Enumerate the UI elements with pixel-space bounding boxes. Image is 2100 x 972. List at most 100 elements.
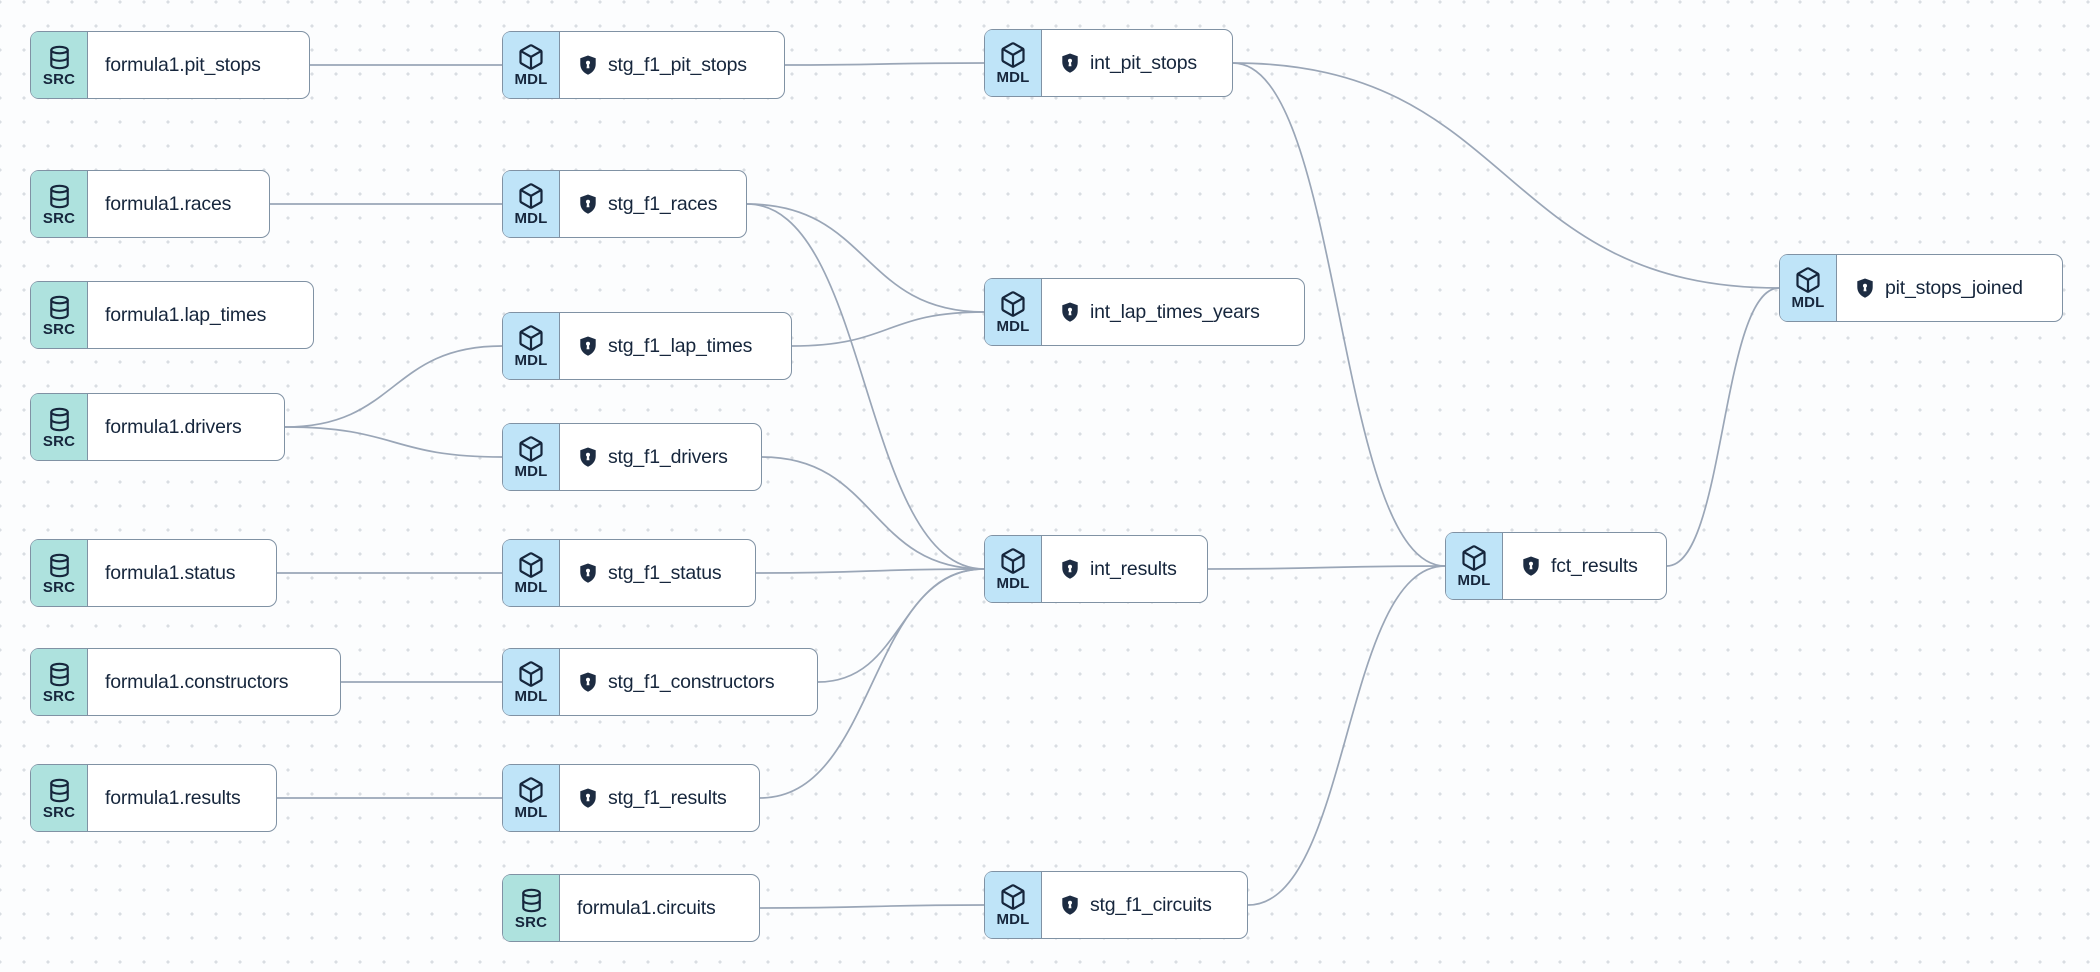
node-label: formula1.lap_times — [105, 303, 267, 326]
node-label-cell: int_results — [1042, 536, 1194, 602]
shield-icon — [1059, 52, 1081, 74]
shield-icon — [577, 671, 599, 693]
model-type-badge: MDL — [985, 279, 1042, 345]
badge-label: MDL — [514, 352, 548, 369]
badge-label: SRC — [42, 687, 76, 705]
node-stg-f1-drivers[interactable]: MDL stg_f1_drivers — [502, 423, 762, 491]
source-type-badge: SRC — [31, 171, 88, 237]
badge-label: SRC — [514, 913, 548, 931]
node-label-cell: fct_results — [1503, 533, 1655, 599]
node-label: formula1.drivers — [105, 415, 242, 438]
database-icon — [46, 183, 73, 210]
node-label-cell: stg_f1_races — [560, 171, 734, 237]
node-label: stg_f1_drivers — [608, 445, 728, 468]
edge-fct-results-to-pit-stops-joined — [1666, 287, 1780, 567]
node-src-status[interactable]: SRC formula1.status — [30, 539, 277, 607]
shield-icon — [577, 335, 599, 357]
shield-icon — [577, 446, 599, 468]
shield-icon — [577, 54, 599, 76]
node-label: int_pit_stops — [1090, 51, 1197, 74]
node-label-cell: int_lap_times_years — [1042, 279, 1277, 345]
shield-icon — [1520, 555, 1542, 577]
node-label: stg_f1_constructors — [608, 670, 775, 693]
node-int-pit-stops[interactable]: MDL int_pit_stops — [984, 29, 1233, 97]
node-src-circuits[interactable]: SRC formula1.circuits — [502, 874, 760, 942]
node-label-cell: formula1.races — [88, 171, 248, 237]
source-type-badge: SRC — [31, 394, 88, 460]
node-label: stg_f1_pit_stops — [608, 53, 747, 76]
cube-icon — [517, 324, 545, 352]
node-src-lap-times[interactable]: SRC formula1.lap_times — [30, 281, 314, 349]
shield-icon — [577, 787, 599, 809]
source-type-badge: SRC — [503, 875, 560, 941]
cube-icon — [999, 290, 1027, 318]
node-label: formula1.pit_stops — [105, 53, 261, 76]
node-label: int_results — [1090, 557, 1177, 580]
node-label: fct_results — [1551, 554, 1638, 577]
node-label-cell: formula1.constructors — [88, 649, 305, 715]
model-type-badge: MDL — [1780, 255, 1837, 321]
source-type-badge: SRC — [31, 282, 88, 348]
node-src-drivers[interactable]: SRC formula1.drivers — [30, 393, 285, 461]
database-icon — [46, 294, 73, 321]
node-label-cell: stg_f1_drivers — [560, 424, 745, 490]
cube-icon — [517, 182, 545, 210]
cube-icon — [1794, 266, 1822, 294]
badge-label: MDL — [1791, 294, 1825, 311]
database-icon — [46, 777, 73, 804]
model-type-badge: MDL — [503, 313, 560, 379]
cube-icon — [999, 547, 1027, 575]
node-src-constructors[interactable]: SRC formula1.constructors — [30, 648, 341, 716]
node-stg-f1-circuits[interactable]: MDL stg_f1_circuits — [984, 871, 1248, 939]
model-type-badge: MDL — [985, 536, 1042, 602]
cube-icon — [517, 776, 545, 804]
node-label: stg_f1_circuits — [1090, 893, 1212, 916]
node-label-cell: formula1.lap_times — [88, 282, 283, 348]
badge-label: MDL — [514, 463, 548, 480]
edge-stg-f1-constructors-to-int-results — [817, 568, 985, 683]
cube-icon — [517, 435, 545, 463]
badge-label: MDL — [996, 69, 1030, 86]
cube-icon — [1460, 544, 1488, 572]
node-label-cell: stg_f1_circuits — [1042, 872, 1229, 938]
cube-icon — [517, 43, 545, 71]
model-type-badge: MDL — [503, 649, 560, 715]
node-label: formula1.circuits — [577, 896, 716, 919]
model-type-badge: MDL — [503, 765, 560, 831]
source-type-badge: SRC — [31, 540, 88, 606]
shield-icon — [1059, 558, 1081, 580]
node-label-cell: formula1.results — [88, 765, 258, 831]
node-label: formula1.status — [105, 561, 236, 584]
edge-src-drivers-to-stg-f1-drivers — [284, 426, 503, 458]
node-stg-f1-constructors[interactable]: MDL stg_f1_constructors — [502, 648, 818, 716]
cube-icon — [517, 660, 545, 688]
badge-label: SRC — [42, 432, 76, 450]
database-icon — [46, 406, 73, 433]
badge-label: MDL — [996, 911, 1030, 928]
edge-src-drivers-to-stg-f1-lap-times — [284, 345, 503, 428]
cube-icon — [999, 41, 1027, 69]
source-type-badge: SRC — [31, 649, 88, 715]
edge-stg-f1-status-to-int-results — [755, 568, 985, 574]
badge-label: SRC — [42, 578, 76, 596]
badge-label: SRC — [42, 320, 76, 338]
edge-src-circuits-to-stg-f1-circuits — [759, 904, 985, 909]
edge-int-pit-stops-to-pit-stops-joined — [1232, 62, 1780, 289]
edge-stg-f1-drivers-to-int-results — [761, 456, 985, 570]
node-int-results[interactable]: MDL int_results — [984, 535, 1208, 603]
shield-icon — [1059, 301, 1081, 323]
edge-stg-f1-circuits-to-fct-results — [1247, 565, 1446, 906]
